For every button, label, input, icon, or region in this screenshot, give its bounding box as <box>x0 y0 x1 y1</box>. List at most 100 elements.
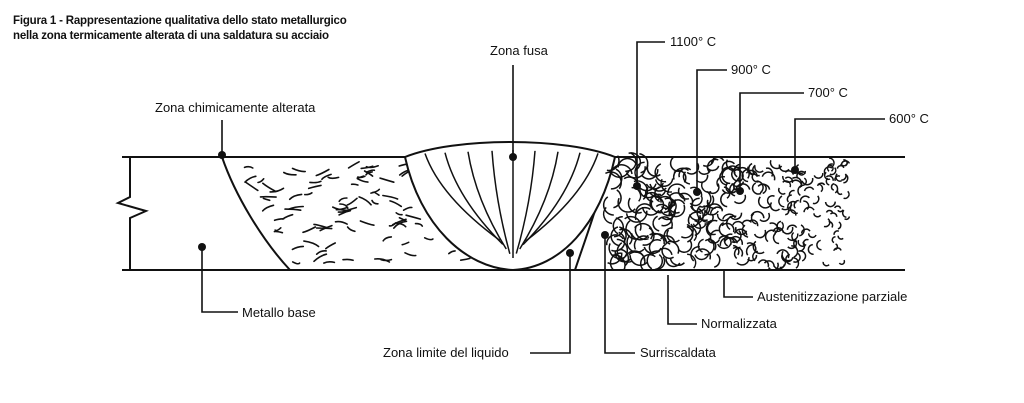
haz-grain <box>642 227 655 246</box>
texture-dash <box>291 245 305 251</box>
haz-grain <box>728 165 741 181</box>
haz-grain <box>695 248 712 260</box>
haz-grain <box>643 192 662 203</box>
dot-zona-chimica <box>218 151 226 159</box>
grain-line <box>491 150 511 254</box>
texture-dash <box>370 188 381 194</box>
haz-grain <box>732 244 740 256</box>
break-symbol <box>115 157 149 270</box>
haz-grain <box>654 178 674 188</box>
leader-metallo-base <box>201 247 238 313</box>
texture-dash <box>321 173 332 181</box>
haz-grain <box>667 240 680 254</box>
haz-grain <box>779 258 787 269</box>
label-zona-chimica: Zona chimicamente alterata <box>155 100 316 115</box>
texture-dash <box>334 220 348 225</box>
haz-grain <box>784 176 794 184</box>
haz-grain <box>628 251 646 265</box>
haz-grain <box>778 187 786 195</box>
label-metallo-base: Metallo base <box>242 305 316 320</box>
texture-dash <box>282 213 294 220</box>
haz-grain <box>829 164 834 172</box>
haz-grain <box>741 224 749 238</box>
haz-grain <box>734 183 751 191</box>
haz-grain <box>823 171 831 181</box>
haz-grain <box>769 159 783 170</box>
haz-grain <box>836 164 845 169</box>
haz-grain <box>741 168 749 183</box>
haz-grain <box>769 222 779 235</box>
texture-dash <box>346 226 356 233</box>
haz-grain <box>840 160 851 165</box>
haz-grain <box>789 203 799 215</box>
haz-grain <box>655 254 664 271</box>
texture-dash <box>315 249 327 255</box>
texture-dash <box>389 200 403 208</box>
leader-lines <box>201 41 885 354</box>
texture-dash <box>359 220 375 226</box>
haz-grain <box>687 253 697 269</box>
texture-dash <box>423 237 434 241</box>
dot-surriscaldata <box>601 231 609 239</box>
haz-grain <box>825 175 834 181</box>
haz-grain <box>734 226 748 236</box>
haz-grain <box>705 203 724 213</box>
texture-dash <box>303 240 320 248</box>
texture-dash <box>459 257 471 261</box>
leader-700 <box>739 92 804 191</box>
haz-grain <box>608 169 630 178</box>
haz-grain <box>665 258 681 268</box>
texture-dash <box>402 206 413 211</box>
haz-grain <box>611 254 626 271</box>
grain-line <box>525 153 599 242</box>
haz-grain <box>626 234 645 253</box>
haz-grain <box>720 192 728 208</box>
haz-grain <box>706 223 716 236</box>
haz-grain <box>652 215 660 232</box>
texture-dash <box>245 181 259 192</box>
texture-dash <box>346 197 358 206</box>
haz-grain <box>612 215 623 235</box>
haz-grain <box>661 243 674 260</box>
haz-grain <box>660 209 676 221</box>
haz-grain <box>639 152 649 174</box>
haz-grain <box>782 175 794 183</box>
haz-grain <box>625 220 639 240</box>
texture-dash <box>288 193 303 201</box>
haz-grain <box>801 177 807 187</box>
haz-grain <box>634 222 654 240</box>
haz-grain <box>759 212 771 222</box>
haz-grain <box>719 236 736 246</box>
chemical-zone-left-boundary <box>221 156 291 271</box>
caption-line-1: Figura 1 - Rappresentazione qualitativa … <box>13 15 347 27</box>
fused-zone <box>403 141 617 272</box>
haz-grain <box>692 223 707 230</box>
texture-dash <box>327 176 340 180</box>
haz-grain <box>678 167 692 178</box>
haz-grain <box>769 201 781 212</box>
haz-grain <box>627 197 642 214</box>
haz-grain <box>786 224 798 230</box>
haz-grain <box>729 235 744 245</box>
haz-grain <box>793 256 800 269</box>
texture-dash <box>414 222 424 227</box>
haz-grain <box>602 206 613 225</box>
texture-dash <box>388 222 397 227</box>
haz-grain <box>762 183 767 195</box>
texture-dash <box>332 206 348 212</box>
haz-grain <box>700 181 712 193</box>
haz-grain <box>826 163 833 172</box>
columnar-grains <box>424 150 599 258</box>
label-zona-fusa: Zona fusa <box>490 43 549 58</box>
haz-grain <box>731 166 741 182</box>
haz-grain <box>695 174 709 183</box>
haz-grain <box>667 183 686 194</box>
label-zona-limite: Zona limite del liquido <box>383 345 509 360</box>
haz-grain <box>677 187 690 200</box>
leader-600 <box>794 118 885 170</box>
haz-grain <box>649 190 666 198</box>
haz-grain <box>781 201 793 211</box>
leader-dots <box>198 151 799 257</box>
haz-grain <box>803 186 815 192</box>
haz-grain <box>781 250 792 262</box>
